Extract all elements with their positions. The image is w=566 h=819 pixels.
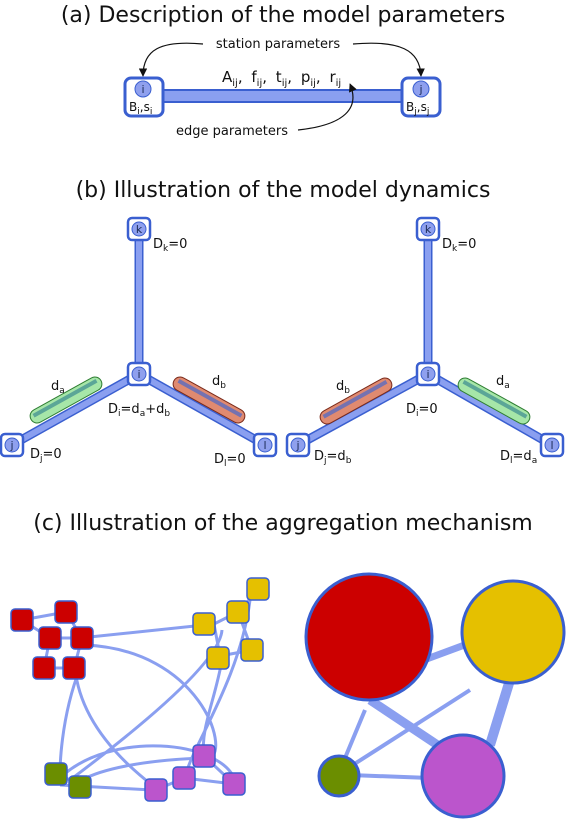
node-j: j Bj,sj bbox=[400, 76, 442, 118]
dk-left-label: Dk=0 bbox=[153, 237, 187, 254]
di-right-label: Di=0 bbox=[406, 402, 438, 419]
edge-parameters-label: edge parameters bbox=[176, 124, 288, 139]
edge-ij bbox=[159, 89, 406, 103]
station-arrow-right bbox=[352, 42, 425, 77]
node-i: i Bi,si bbox=[123, 76, 165, 118]
train-a-icon-right bbox=[457, 377, 531, 425]
edge-arrow bbox=[297, 83, 357, 131]
svg-text:k: k bbox=[136, 223, 143, 236]
yellow-cluster bbox=[192, 577, 270, 670]
train-a-icon bbox=[29, 376, 103, 424]
train-left-label-right: db bbox=[336, 379, 350, 396]
node-j-params: Bj,sj bbox=[406, 100, 429, 117]
svg-text:l: l bbox=[550, 439, 553, 452]
panel-c-title: (c) Illustration of the aggregation mech… bbox=[33, 511, 532, 536]
yellow-aggregate bbox=[460, 579, 566, 685]
svg-text:k: k bbox=[425, 223, 432, 236]
node-i-right: i bbox=[415, 361, 441, 387]
magenta-aggregate bbox=[420, 733, 506, 819]
green-aggregate bbox=[317, 754, 361, 798]
node-k-right: k bbox=[415, 216, 441, 242]
dj-left-label: Dj=0 bbox=[30, 447, 62, 464]
dl-right-label: Dl=da bbox=[500, 449, 537, 466]
svg-text:j: j bbox=[295, 439, 299, 452]
svg-text:i: i bbox=[137, 368, 140, 381]
di-left-label: Di=da+db bbox=[108, 402, 170, 419]
panel-a: (a) Description of the model parameters … bbox=[61, 3, 505, 139]
red-cluster bbox=[10, 600, 94, 680]
node-l-right: l bbox=[539, 432, 565, 458]
dynamics-left: k i j l Dk=0 Di=da+db bbox=[0, 216, 278, 469]
dl-left-label: Dl=0 bbox=[214, 452, 246, 469]
node-j-letter: j bbox=[418, 83, 422, 96]
green-cluster bbox=[44, 762, 92, 799]
panel-b: (b) Illustration of the model dynamics bbox=[0, 178, 565, 469]
panel-a-title: (a) Description of the model parameters bbox=[61, 3, 505, 28]
node-l-left: l bbox=[252, 432, 278, 458]
dk-right-label: Dk=0 bbox=[442, 237, 476, 254]
panel-c: (c) Illustration of the aggregation mech… bbox=[10, 511, 566, 819]
svg-text:j: j bbox=[9, 439, 13, 452]
panel-b-title: (b) Illustration of the model dynamics bbox=[76, 178, 491, 203]
red-aggregate bbox=[304, 572, 434, 702]
train-right-label-right: da bbox=[496, 374, 510, 391]
station-parameters-label: station parameters bbox=[216, 37, 341, 52]
node-i-letter: i bbox=[141, 83, 144, 96]
train-right-label: db bbox=[212, 374, 226, 391]
station-arrow-left bbox=[138, 42, 204, 77]
svg-text:l: l bbox=[263, 439, 266, 452]
node-j-right: j bbox=[285, 432, 311, 458]
node-i-params: Bi,si bbox=[129, 100, 152, 117]
dj-right-label: Dj=db bbox=[314, 449, 352, 466]
edge-params-text: Aij, fij, tij, pij, rij bbox=[222, 68, 341, 89]
dynamics-right: k i j l Dk=0 Di=0 bbox=[285, 216, 565, 466]
train-b-icon bbox=[172, 376, 246, 424]
node-j-left: j bbox=[0, 432, 25, 458]
magenta-cluster bbox=[144, 744, 246, 802]
svg-text:i: i bbox=[426, 368, 429, 381]
train-left-label: da bbox=[51, 379, 65, 396]
node-i-left: i bbox=[126, 361, 152, 387]
train-b-icon-right bbox=[319, 377, 393, 425]
node-k-left: k bbox=[126, 216, 152, 242]
